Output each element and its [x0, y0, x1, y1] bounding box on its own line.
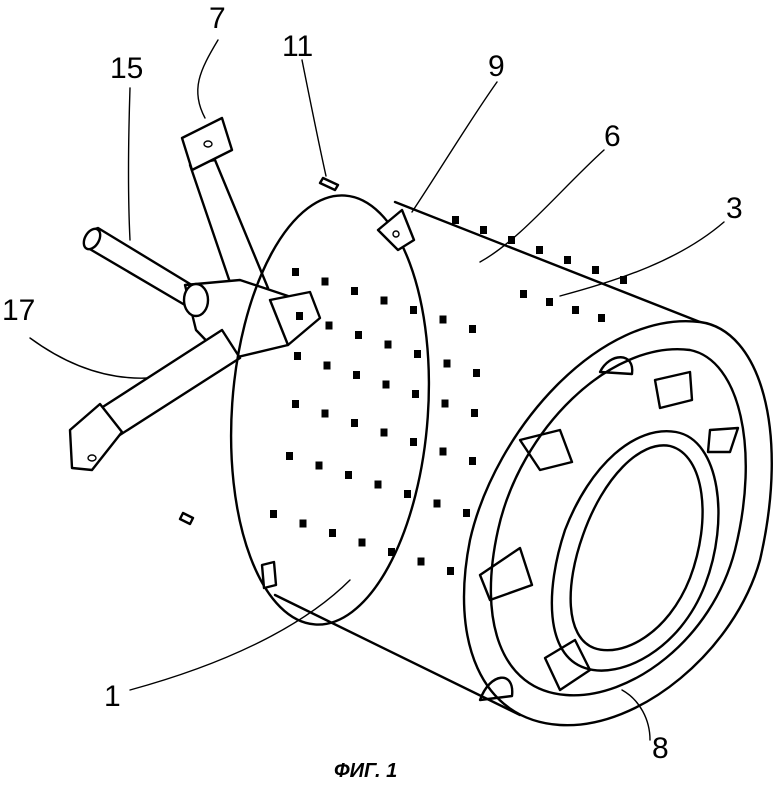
drum [229, 194, 773, 727]
perforation-hole [572, 306, 579, 314]
ref-numeral-6: 6 [604, 120, 621, 153]
perforation-hole [355, 331, 362, 339]
perforation-hole [329, 529, 336, 537]
figure-caption: ФИГ. 1 [334, 760, 398, 782]
perforation-hole [358, 538, 366, 547]
perforation-hole [321, 277, 329, 286]
perforation-hole [536, 246, 543, 254]
perforation-hole [439, 447, 447, 456]
perforation-hole [292, 268, 299, 276]
perforation-hole [520, 290, 527, 298]
perforation-hole [325, 321, 333, 330]
perforation-hole [345, 471, 352, 479]
pins [178, 176, 340, 526]
ref-numeral-9: 9 [488, 50, 505, 83]
perforation-hole [598, 314, 605, 322]
ref-numeral-17: 17 [2, 294, 36, 327]
perforation-hole [384, 340, 392, 349]
ref-numeral-7: 7 [209, 2, 226, 35]
perforation-hole [439, 315, 447, 324]
perforation-hole [382, 380, 390, 389]
ref-numeral-11: 11 [282, 30, 314, 63]
perforation-hole [480, 226, 487, 234]
perforation-hole [286, 452, 293, 460]
perforation-hole [404, 490, 411, 498]
perforation-hole [374, 480, 382, 489]
perforation-hole [323, 361, 331, 370]
perforation-hole [292, 400, 299, 408]
perforation-hole [592, 266, 599, 274]
perforation-hole [620, 276, 627, 284]
perforation-hole [469, 457, 476, 465]
perforations [270, 216, 627, 575]
perforation-hole [410, 438, 417, 446]
leader-lines [29, 39, 725, 741]
perforation-hole [564, 256, 571, 264]
ref-numeral-15: 15 [110, 52, 144, 85]
perforation-hole [452, 216, 459, 224]
perforation-hole [417, 557, 425, 566]
perforation-hole [315, 461, 323, 470]
perforation-hole [473, 369, 480, 377]
perforation-hole [299, 519, 307, 528]
perforation-hole [447, 567, 454, 575]
ref-numeral-3: 3 [726, 192, 743, 225]
perforation-hole [412, 390, 419, 398]
perforation-hole [441, 399, 449, 408]
perforation-hole [351, 419, 358, 427]
perforation-hole [351, 287, 358, 295]
perforation-hole [443, 359, 451, 368]
perforation-hole [433, 499, 441, 508]
ref-numeral-1: 1 [104, 680, 121, 713]
spider-crosspiece [68, 116, 322, 472]
perforation-hole [380, 296, 388, 305]
perforation-hole [469, 325, 476, 333]
perforation-hole [296, 312, 303, 320]
ref-numeral-8: 8 [652, 732, 669, 765]
perforation-hole [546, 298, 553, 306]
perforation-hole [353, 371, 360, 379]
perforation-hole [321, 409, 329, 418]
perforation-hole [410, 306, 417, 314]
perforation-hole [471, 409, 478, 417]
perforation-hole [380, 428, 388, 437]
perforation-hole [463, 509, 470, 517]
perforation-hole [388, 548, 395, 556]
perforation-hole [294, 352, 301, 360]
perforation-hole [414, 350, 421, 358]
perforation-hole [270, 510, 277, 518]
